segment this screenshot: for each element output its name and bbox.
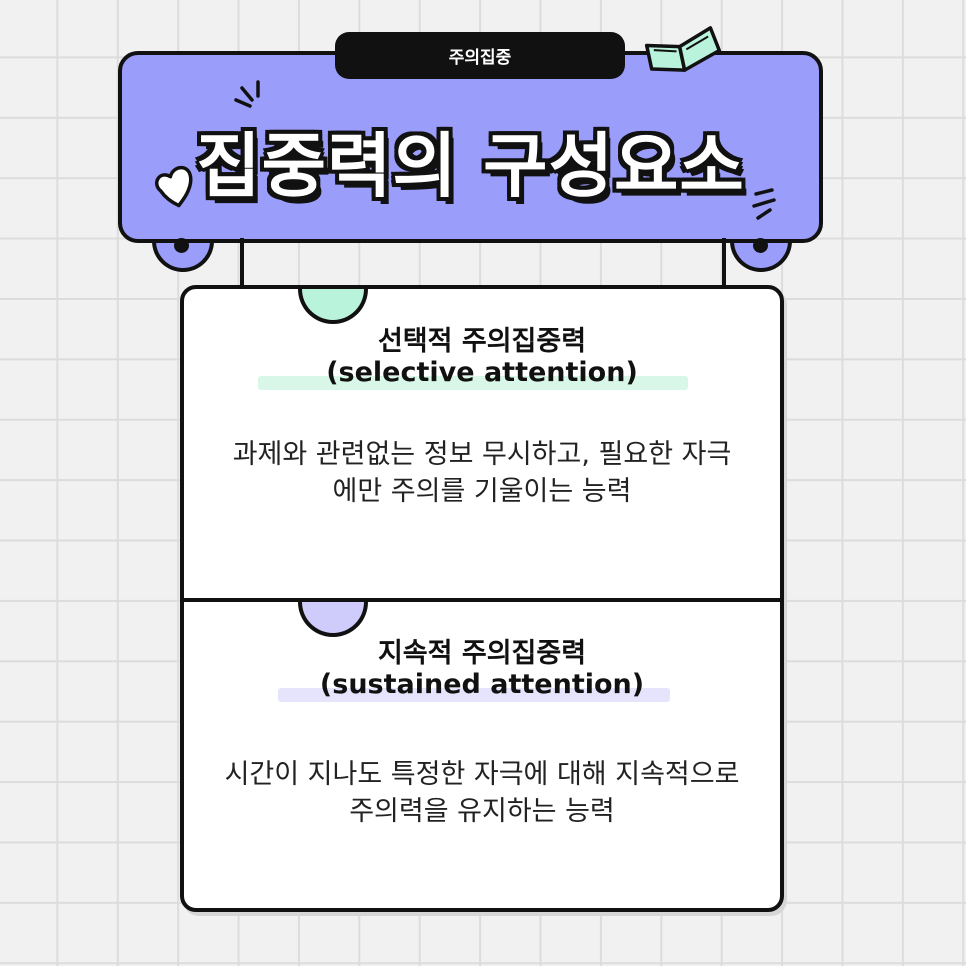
- hanger-post-left: [240, 238, 244, 290]
- page-title: 집중력의 구성요소: [196, 125, 745, 207]
- sparkle-lines-icon: [234, 80, 260, 108]
- section-2-title-ko: 지속적 주의집중력: [377, 638, 587, 669]
- banner-dot-left: [174, 238, 189, 253]
- book-icon: [644, 26, 722, 72]
- section-2-title-en: (sustained attention): [319, 669, 645, 700]
- section-1-title-en: (selective attention): [326, 357, 638, 388]
- category-tag-label: 주의집중: [448, 48, 512, 68]
- section-2-title: 지속적 주의집중력 (sustained attention): [180, 638, 784, 700]
- section-1-description-line: 에만 주의를 기울이는 능력: [332, 476, 632, 507]
- banner-dot-right: [753, 238, 768, 253]
- section-2-highlight: [278, 688, 670, 702]
- heart-icon: [155, 165, 193, 208]
- section-2-description: 시간이 지나도 특정한 자극에 대해 지속적으로 주의력을 유지하는 능력: [180, 756, 784, 830]
- section-1-description: 과제와 관련없는 정보 무시하고, 필요한 자극 에만 주의를 기울이는 능력: [180, 436, 784, 510]
- section-1-title: 선택적 주의집중력 (selective attention): [180, 326, 784, 388]
- section-1-highlight: [258, 376, 688, 390]
- section-1-title-ko: 선택적 주의집중력: [377, 326, 587, 357]
- section-2-description-line: 시간이 지나도 특정한 자극에 대해 지속적으로: [224, 759, 740, 790]
- hanger-post-right: [722, 238, 726, 290]
- section-1-description-line: 과제와 관련없는 정보 무시하고, 필요한 자극: [232, 439, 732, 470]
- section-divider: [182, 598, 782, 602]
- sparkle-lines-icon: [752, 188, 776, 220]
- category-tag: 주의집중: [335, 32, 625, 79]
- section-2-description-line: 주의력을 유지하는 능력: [349, 796, 615, 827]
